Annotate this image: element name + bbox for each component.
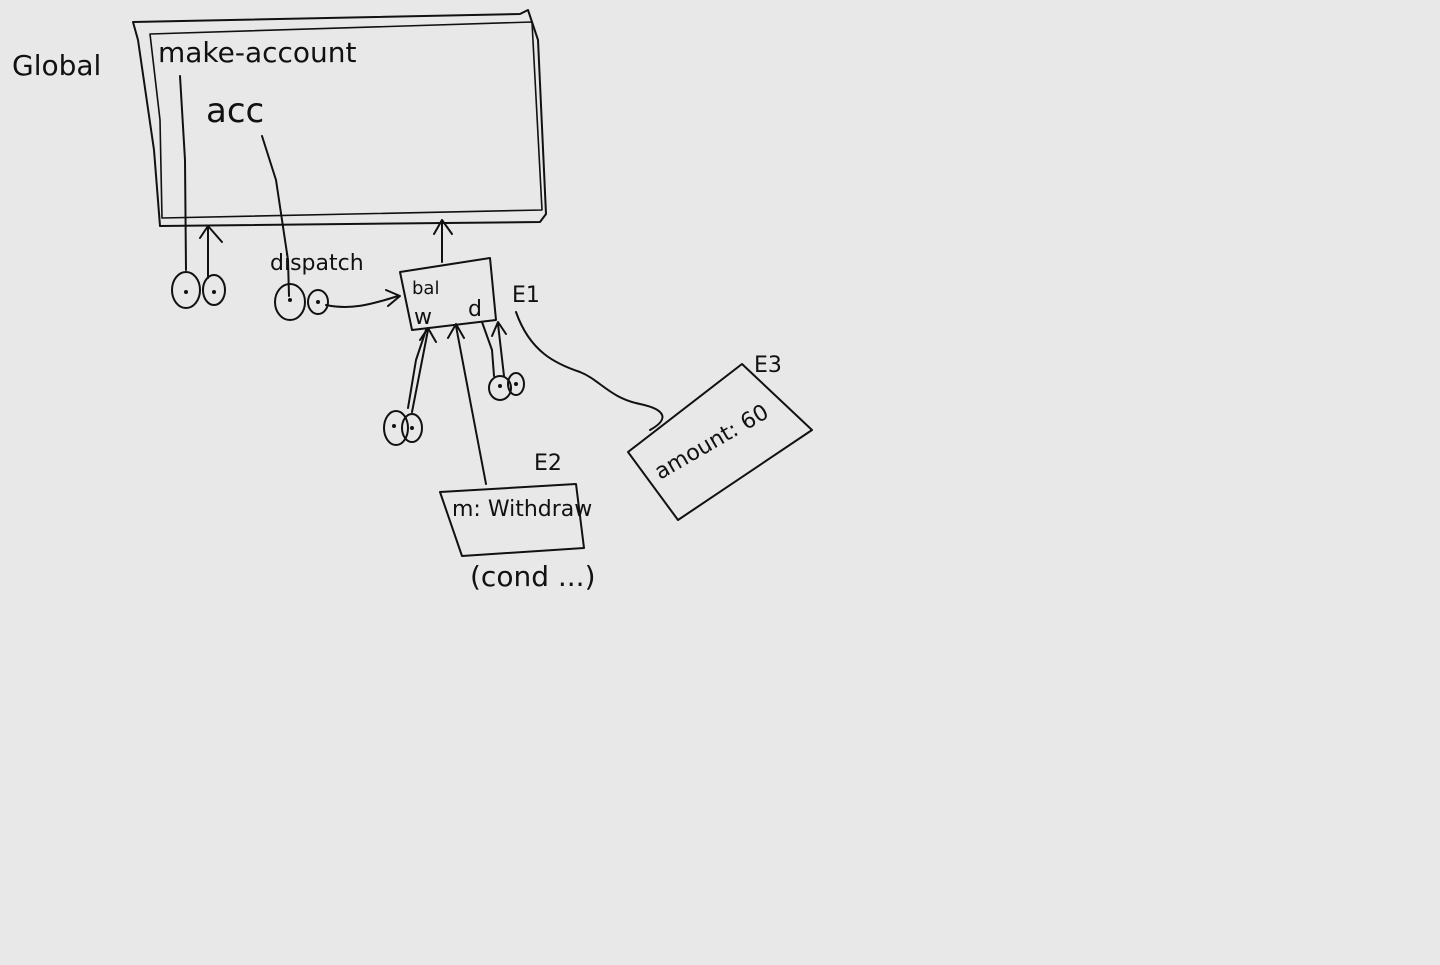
e1-d-binding: d — [468, 297, 482, 322]
deposit-pointer — [481, 321, 495, 377]
dispatch-env-arrow — [325, 289, 401, 308]
e1-parent-arrow — [433, 219, 453, 263]
e2-frame — [439, 483, 585, 557]
acc-pointer — [261, 135, 290, 297]
e2-m-binding: m: Withdraw — [452, 497, 592, 522]
withdraw-procedure-object — [383, 410, 423, 446]
e2-parent-arrow — [447, 323, 487, 485]
make-account-pointer — [179, 75, 187, 271]
global-label: Global — [12, 49, 101, 82]
withdraw-pointer — [407, 329, 427, 409]
deposit-procedure-object — [488, 372, 525, 401]
e3-parent-arrow — [515, 311, 664, 431]
e3-amount-binding: amount: 60 — [651, 400, 774, 485]
e1-frame — [399, 257, 497, 331]
acc-binding: acc — [206, 91, 264, 131]
e3-frame — [627, 363, 813, 521]
dispatch-procedure-object — [274, 283, 329, 321]
e1-bal-binding: bal — [412, 278, 439, 299]
e1-w-binding: w — [414, 305, 432, 330]
withdraw-env-arrow — [411, 327, 437, 413]
make-account-procedure-object — [171, 271, 226, 309]
make-account-binding: make-account — [158, 36, 357, 69]
global-frame — [132, 9, 547, 227]
deposit-env-arrow — [491, 321, 507, 377]
e1-label: E1 — [512, 283, 540, 308]
e2-label: E2 — [534, 451, 562, 476]
e3-label: E3 — [754, 353, 782, 378]
make-account-env-arrow — [199, 225, 223, 279]
dispatch-label: dispatch — [270, 251, 364, 276]
cond-expression: (cond ...) — [470, 560, 596, 593]
